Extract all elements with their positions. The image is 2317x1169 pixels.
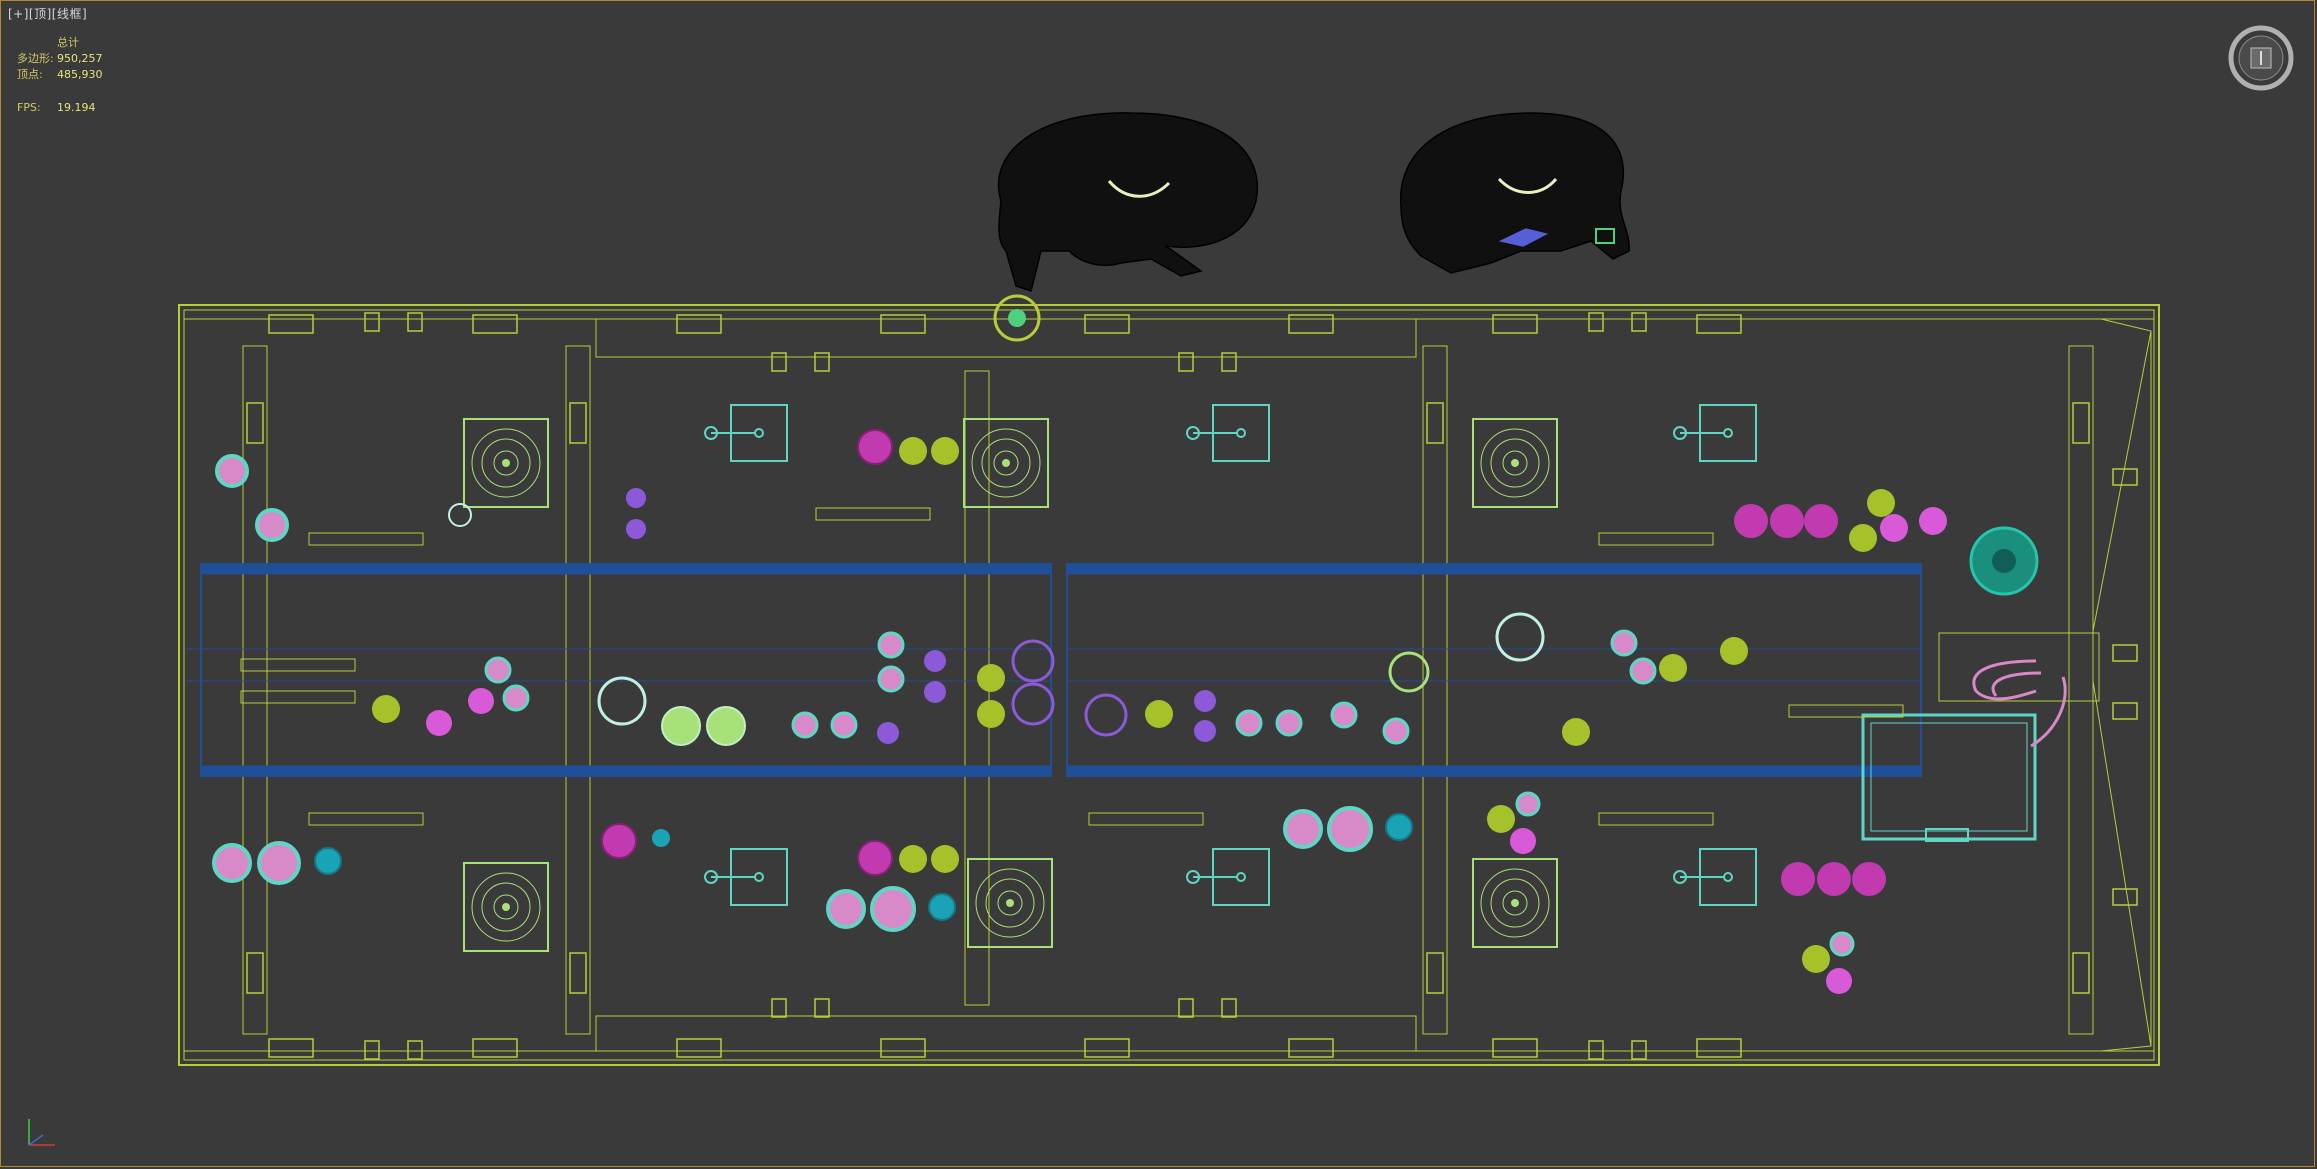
viewport-view-menu[interactable]: [顶] (28, 7, 52, 21)
viewport-shading-menu[interactable]: [线框] (51, 7, 88, 21)
room-frame (178, 304, 2160, 1066)
figure-person-left (997, 112, 1259, 292)
blue-band-left (186, 563, 1052, 777)
figure-person-right (1399, 112, 1630, 274)
vertices-value: 485,930 (57, 68, 103, 81)
round-ornaments (212, 294, 2039, 994)
vertices-label: 顶点: (17, 68, 43, 81)
polygons-value: 950,257 (57, 52, 103, 65)
fps-value: 19.194 (57, 101, 96, 114)
statistics-overlay: 总计 多边形: 950,257 顶点: 485,930 (17, 35, 103, 83)
pink-coil (1972, 659, 2067, 748)
stats-title: 总计 (57, 36, 79, 49)
viewport-plus-menu[interactable]: [+] (8, 7, 29, 21)
blue-band-right (1066, 563, 1922, 777)
cyan-square-fixtures (704, 404, 2037, 906)
polygons-label: 多边形: (17, 52, 54, 65)
viewport-label-menu[interactable]: [+][顶][线框] (8, 5, 87, 22)
axis-gizmo-icon (28, 1119, 55, 1146)
fps-readout: FPS: 19.194 (17, 101, 96, 114)
viewcube-icon[interactable] (2226, 23, 2296, 93)
rail-fixtures (246, 312, 2138, 1060)
dotted-strips (240, 507, 1904, 826)
fps-label: FPS: (17, 101, 41, 114)
square-fixtures (463, 418, 1558, 952)
